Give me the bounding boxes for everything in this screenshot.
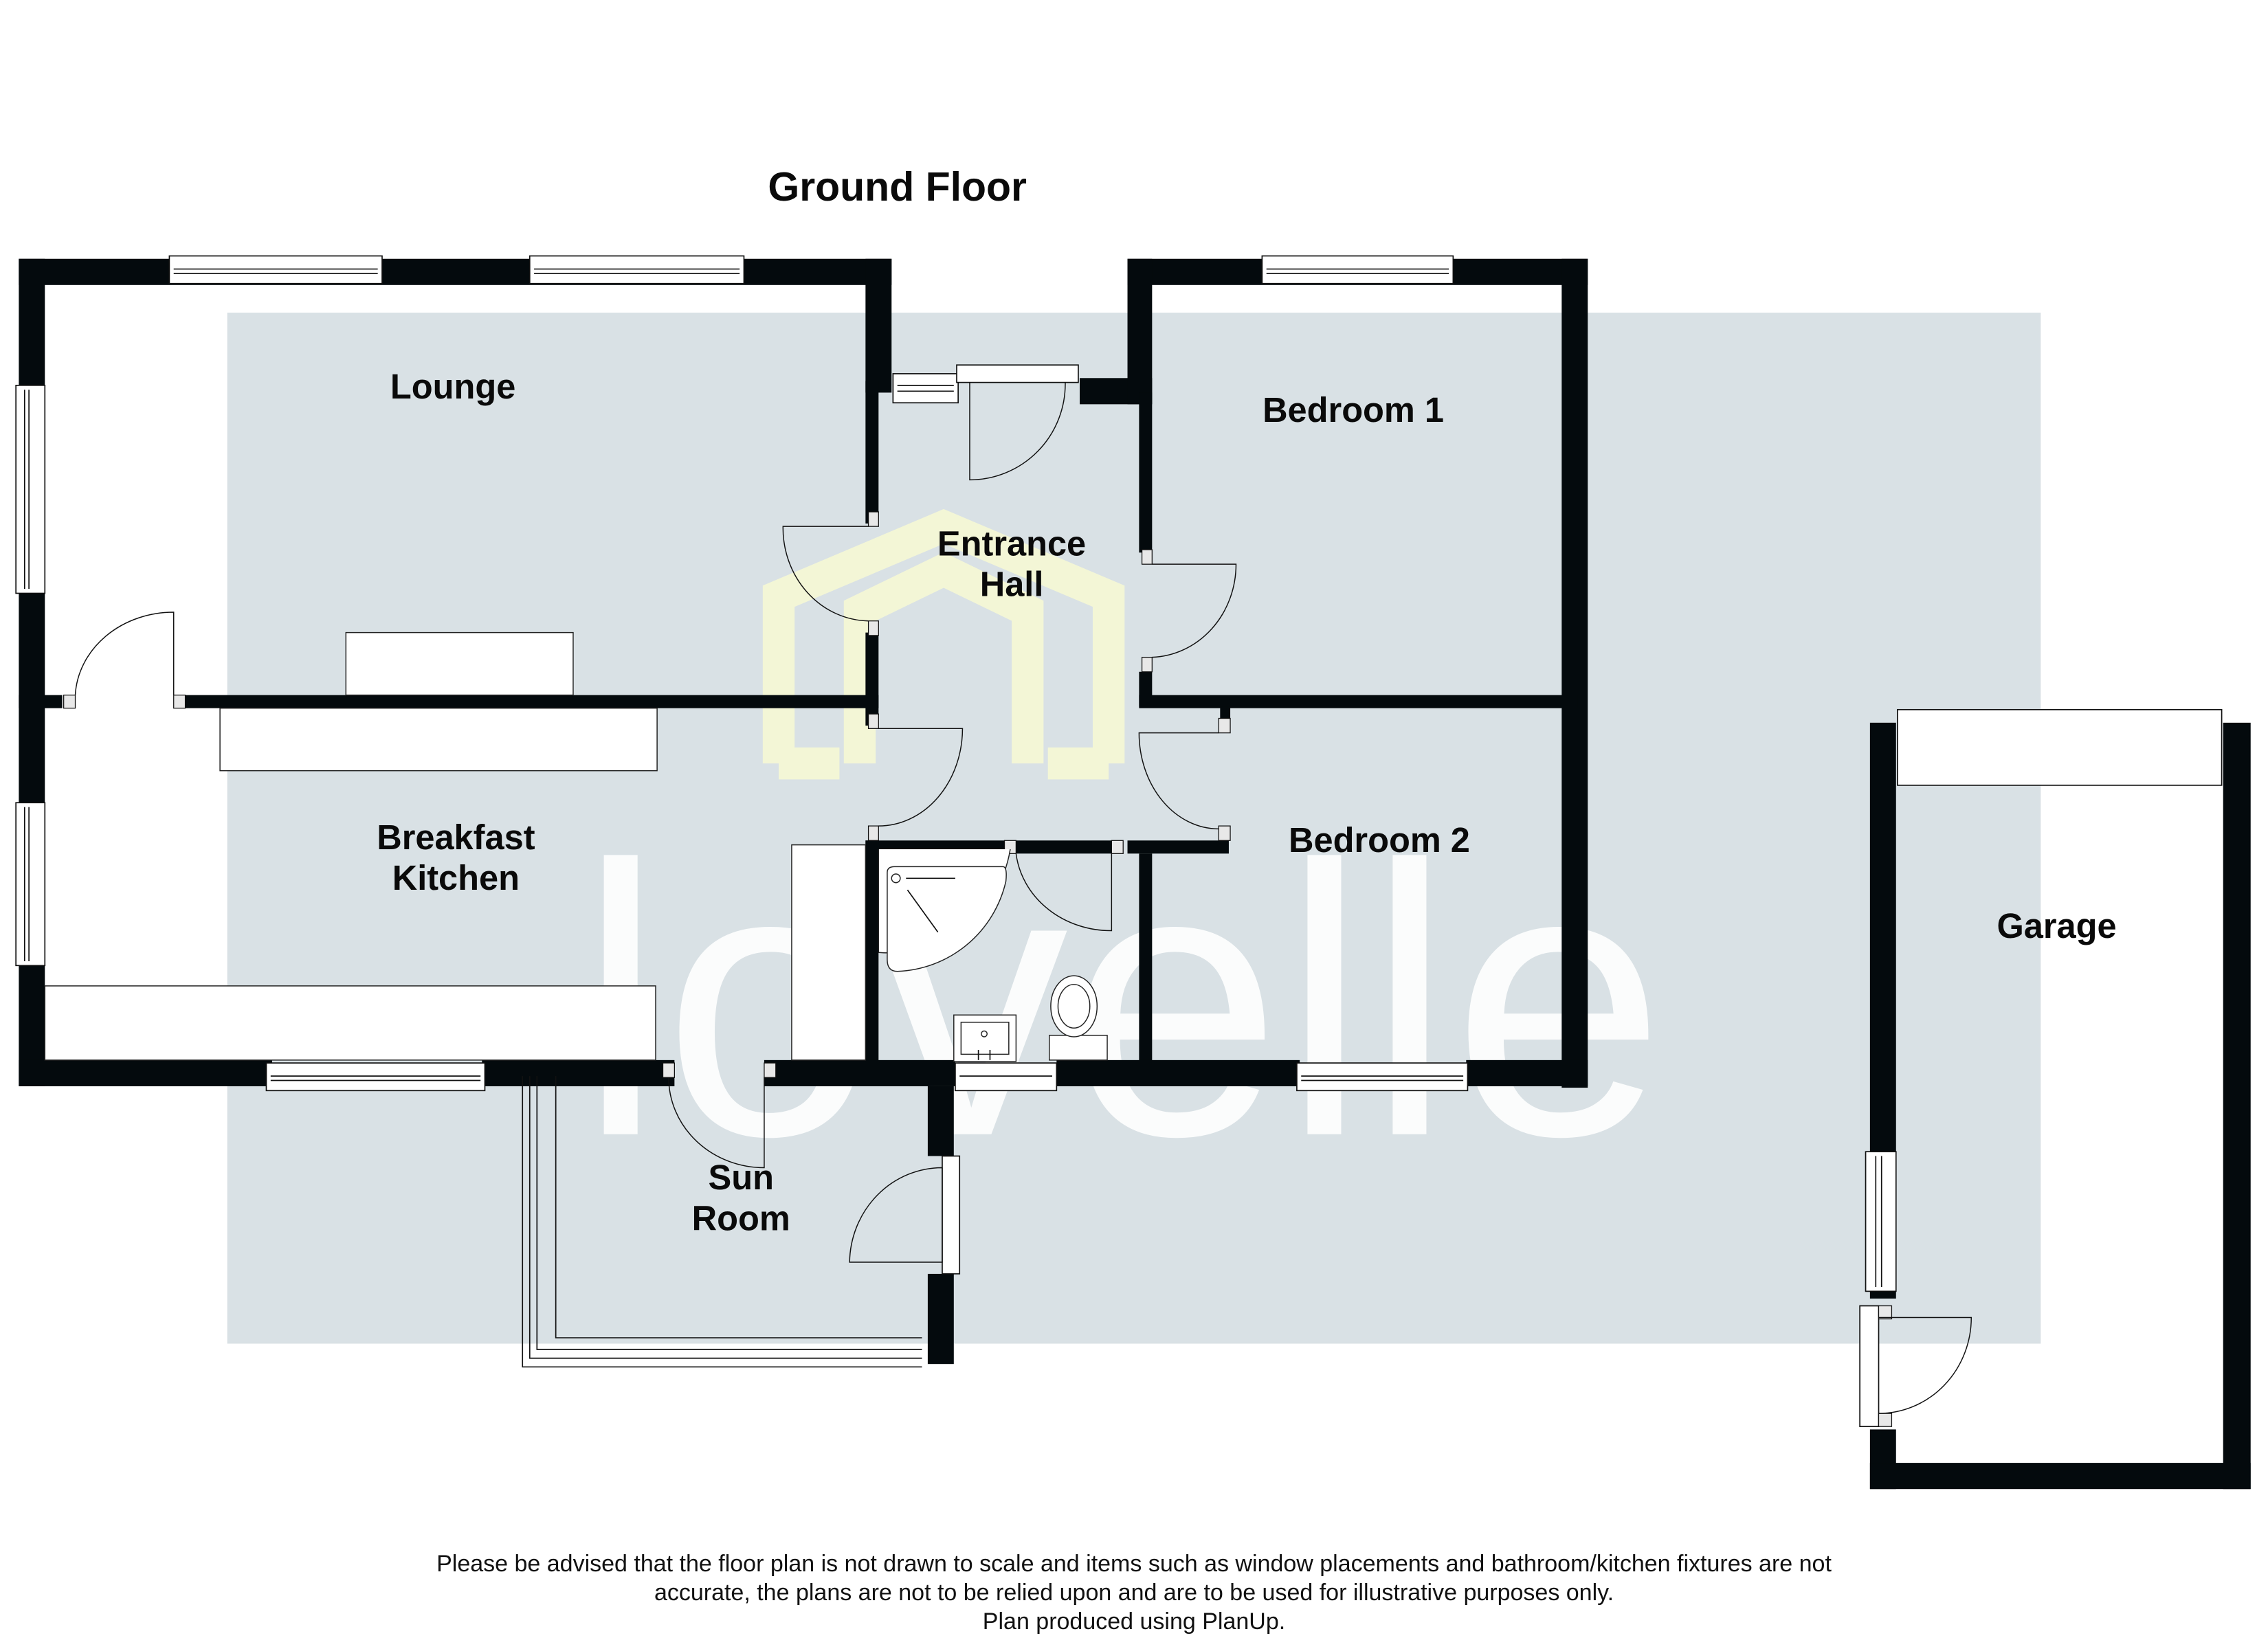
door-hall-bathroom[interactable]: [1003, 840, 1124, 932]
watermark-logo-icon: [762, 508, 1125, 780]
basin-icon: [953, 1014, 1017, 1062]
wall: [19, 1059, 272, 1086]
door-lounge-hall[interactable]: [782, 511, 879, 636]
floor-title: Ground Floor: [768, 164, 1027, 210]
wall: [1220, 706, 1231, 721]
door-sunroom-exterior[interactable]: [849, 1167, 943, 1263]
wall: [2223, 722, 2251, 1490]
window: [1261, 255, 1454, 284]
garage-side-door[interactable]: [1859, 1305, 1972, 1428]
wall: [1056, 1059, 1300, 1086]
wall: [19, 258, 892, 285]
window: [1296, 1062, 1469, 1092]
wall: [927, 1273, 954, 1365]
disclaimer: Please be advised that the floor plan is…: [0, 1549, 2268, 1636]
door-kitchen-sunroom[interactable]: [662, 1062, 777, 1169]
toilet-icon: [1049, 975, 1108, 1061]
room-label-garage: Garage: [1997, 906, 2116, 945]
shower-tray-icon: [878, 849, 1011, 972]
door-hall-kitchen[interactable]: [867, 713, 964, 841]
wall: [865, 381, 879, 524]
wall: [1869, 1463, 2251, 1490]
lounge-fireplace: [345, 631, 574, 696]
room-label-bedroom-2: Bedroom 2: [1289, 820, 1470, 860]
wall: [1139, 853, 1153, 1072]
disclaimer-line-3: Plan produced using PlanUp.: [982, 1608, 1286, 1635]
wall: [1127, 258, 1153, 405]
garage-door[interactable]: [1897, 708, 2223, 786]
room-label-sun-room: Sun: [709, 1158, 774, 1197]
wall: [1127, 840, 1229, 854]
room-label-entrance-hall-2: Hall: [980, 565, 1044, 604]
kitchen-worktop-top: [219, 707, 658, 772]
room-label-breakfast-kitchen-2: Kitchen: [392, 858, 520, 897]
sun-room-glazing: [522, 1076, 922, 1368]
room-label-bedroom-1: Bedroom 1: [1263, 390, 1444, 429]
window: [15, 385, 46, 594]
disclaimer-line-1: Please be advised that the floor plan is…: [436, 1551, 1832, 1577]
wall: [1139, 695, 1578, 708]
room-label-entrance-hall: Entrance: [937, 524, 1086, 563]
window: [15, 802, 46, 967]
wall: [865, 840, 879, 1073]
disclaimer-line-2: accurate, the plans are not to be relied…: [654, 1580, 1614, 1606]
wall: [764, 1059, 955, 1086]
window: [529, 255, 745, 284]
front-door[interactable]: [956, 364, 1079, 481]
wall: [1139, 392, 1153, 553]
room-label-lounge: Lounge: [390, 367, 515, 406]
wall: [927, 1086, 954, 1156]
kitchen-worktop-bottom: [44, 985, 656, 1061]
door-hall-bedroom1[interactable]: [1141, 549, 1237, 673]
wall: [1466, 1059, 1588, 1086]
window: [265, 1062, 486, 1092]
room-label-breakfast-kitchen: Breakfast: [377, 818, 535, 857]
wall: [482, 1059, 675, 1086]
wall: [865, 258, 892, 393]
window: [892, 373, 959, 404]
watermark-text: lovelle: [578, 786, 1665, 1217]
window: [1865, 1151, 1897, 1292]
door-frame: [942, 1155, 961, 1275]
window: [168, 255, 383, 284]
wall: [1561, 258, 1588, 1088]
door-hall-bedroom2[interactable]: [1138, 717, 1231, 841]
door-lounge-kitchen[interactable]: [63, 612, 186, 709]
wall: [19, 695, 63, 708]
wall: [185, 695, 879, 708]
kitchen-unit-tall: [791, 844, 867, 1061]
window: [955, 1062, 1058, 1092]
room-label-sun-room-2: Room: [692, 1198, 790, 1237]
wall: [865, 632, 879, 726]
